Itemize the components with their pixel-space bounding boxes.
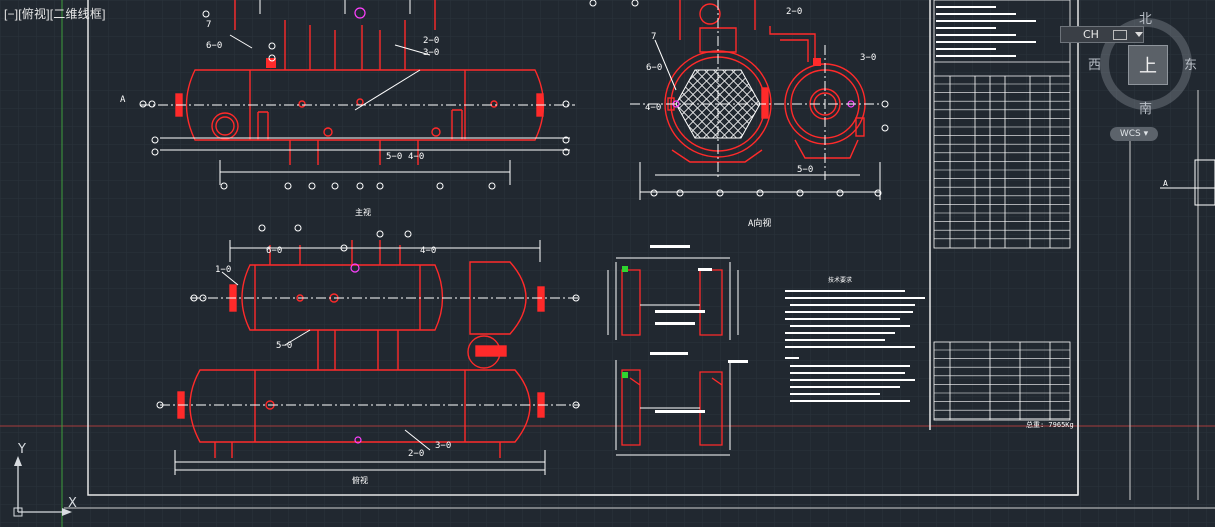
svg-text:俯视: 俯视 [352, 475, 368, 485]
ucs-icon: Y X [8, 440, 88, 520]
svg-text:4−0: 4−0 [408, 152, 424, 162]
main-view: A 6−0 7 2−0 3−0 5−0 4−0 主视 [120, 0, 575, 217]
section-view-a: 7 6−0 4−0 2−0 3−0 5−0 A向视 [589, 0, 889, 229]
svg-text:主视: 主视 [355, 207, 371, 217]
title-block-text-line [936, 55, 1016, 57]
svg-text:7: 7 [206, 20, 211, 30]
title-block-text-line [936, 41, 1036, 43]
svg-text:2−0: 2−0 [786, 7, 802, 17]
ime-toolbar[interactable]: CH [1060, 26, 1144, 43]
title-block-text-line [936, 34, 1016, 36]
wcs-menu-button[interactable]: WCS ▾ [1110, 127, 1158, 141]
viewcube-top-face[interactable]: 上 [1128, 45, 1168, 85]
keyboard-icon[interactable] [1112, 29, 1127, 40]
title-block-text-line [936, 48, 996, 50]
total-weight: 总重: 7965Kg [1026, 420, 1074, 429]
svg-text:2−0: 2−0 [408, 449, 424, 459]
compass-ring[interactable] [1100, 18, 1192, 110]
svg-text:6−0: 6−0 [646, 63, 662, 73]
svg-text:7: 7 [651, 32, 656, 42]
svg-text:3−0: 3−0 [435, 441, 451, 451]
svg-text:4−0: 4−0 [645, 103, 661, 113]
lower-view: 1−0 6−0 4−0 5−0 2−0 3−0 俯视 [156, 224, 580, 485]
parts-table [933, 0, 1071, 421]
svg-text:A向视: A向视 [748, 217, 771, 229]
svg-text:6−0: 6−0 [266, 246, 282, 256]
svg-text:3−0: 3−0 [423, 48, 439, 58]
compass-south[interactable]: 南 [1139, 102, 1153, 117]
ucs-y-label: Y [18, 442, 26, 457]
title-block-text-line [936, 6, 996, 8]
svg-text:5−0: 5−0 [386, 152, 402, 162]
detail-views [607, 245, 748, 456]
title-block-text-line [936, 27, 996, 29]
compass-north[interactable]: 北 [1139, 12, 1153, 27]
svg-text:5−0: 5−0 [276, 341, 292, 351]
svg-text:技术要求: 技术要求 [828, 276, 852, 284]
svg-text:3−0: 3−0 [860, 53, 876, 63]
svg-text:1−0: 1−0 [215, 265, 231, 275]
svg-text:2−0: 2−0 [423, 36, 439, 46]
viewcube[interactable]: 北 西 东 南 上 [1078, 8, 1214, 138]
svg-text:6−0: 6−0 [206, 41, 222, 51]
title-block-text-line [936, 13, 1016, 15]
right-section-marker: A [1163, 179, 1168, 188]
svg-text:A: A [120, 95, 126, 105]
drawing-frame [64, 0, 1215, 509]
svg-text:4−0: 4−0 [420, 246, 436, 256]
compass-east[interactable]: 东 [1184, 58, 1198, 73]
viewport-controls-label[interactable]: [−][俯视][二维线框] [4, 7, 106, 21]
right-partial-view [1160, 159, 1215, 206]
ime-mode-label[interactable]: CH [1083, 28, 1099, 41]
technical-notes: 技术要求 [785, 276, 925, 402]
parts-table-rows [934, 6, 1070, 420]
compass-west[interactable]: 西 [1088, 58, 1102, 73]
svg-text:5−0: 5−0 [797, 165, 813, 175]
ucs-x-label: X [68, 496, 77, 511]
chevron-down-icon[interactable] [1134, 32, 1143, 37]
title-block-text-line [936, 20, 1036, 22]
